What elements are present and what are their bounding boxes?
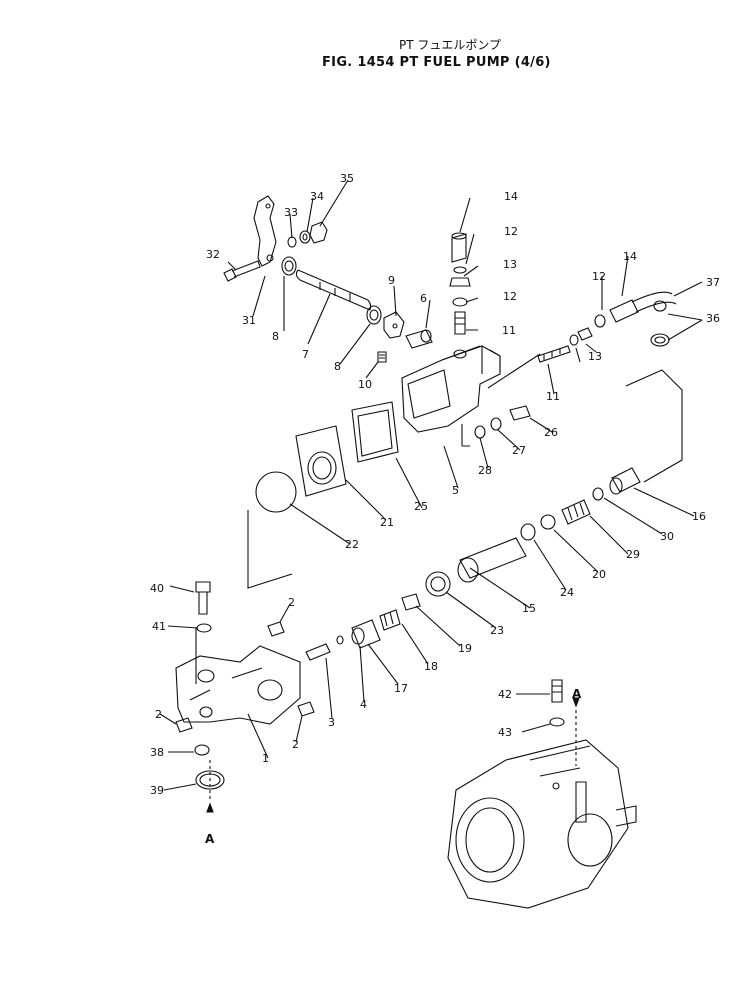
callout-number: 24 bbox=[560, 586, 574, 599]
callout-number: 39 bbox=[150, 784, 164, 797]
callout-number: 12 bbox=[503, 290, 517, 303]
o-ring-part bbox=[255, 471, 297, 513]
callout-number: 37 bbox=[706, 276, 720, 289]
cover-plate-part bbox=[295, 425, 347, 497]
gasket-part bbox=[351, 401, 399, 463]
callout-number: 31 bbox=[242, 314, 256, 327]
callout-number: 12 bbox=[504, 225, 518, 238]
callout-number: 11 bbox=[546, 390, 560, 403]
view-marker-a-top: A bbox=[572, 687, 582, 701]
callout-number: 10 bbox=[358, 378, 372, 391]
callout-number: 21 bbox=[380, 516, 394, 529]
governor-body-part bbox=[175, 645, 301, 725]
callout-number: 2 bbox=[155, 708, 162, 721]
callout-number: 22 bbox=[345, 538, 359, 551]
callout-number: 8 bbox=[272, 330, 279, 343]
callout-number: 42 bbox=[498, 688, 512, 701]
view-marker-a-bottom: A bbox=[205, 832, 215, 846]
callout-number: 13 bbox=[588, 350, 602, 363]
callout-number: 18 bbox=[424, 660, 438, 673]
callout-number: 5 bbox=[452, 484, 459, 497]
callout-number: 23 bbox=[490, 624, 504, 637]
callout-number: 30 bbox=[660, 530, 674, 543]
figure-title-japanese: PT フュエルポンプ bbox=[399, 38, 502, 52]
callout-number: 13 bbox=[503, 258, 517, 271]
callout-number: 43 bbox=[498, 726, 512, 739]
callout-number: 17 bbox=[394, 682, 408, 695]
callout-number: 15 bbox=[522, 602, 536, 615]
callout-number: 14 bbox=[623, 250, 637, 263]
figure-title: FIG. 1454 PT FUEL PUMP (4/6) bbox=[322, 55, 551, 70]
callout-number: 7 bbox=[302, 348, 309, 361]
callout-number: 41 bbox=[152, 620, 166, 633]
callout-number: 35 bbox=[340, 172, 354, 185]
callout-labels: 1222345678891011111212121313141415161718… bbox=[150, 172, 720, 797]
callout-number: 26 bbox=[544, 426, 558, 439]
callout-number: 33 bbox=[284, 206, 298, 219]
callout-number: 36 bbox=[706, 312, 720, 325]
callout-number: 1 bbox=[262, 752, 269, 765]
callout-number: 40 bbox=[150, 582, 164, 595]
callout-number: 9 bbox=[388, 274, 395, 287]
callout-number: 11 bbox=[502, 324, 516, 337]
callout-number: 19 bbox=[458, 642, 472, 655]
callout-number: 16 bbox=[692, 510, 706, 523]
pump-assembly-view bbox=[447, 739, 629, 909]
callout-number: 14 bbox=[504, 190, 518, 203]
lever-arm-part bbox=[253, 195, 277, 267]
callout-number: 25 bbox=[414, 500, 428, 513]
callout-number: 29 bbox=[626, 548, 640, 561]
callout-number: 20 bbox=[592, 568, 606, 581]
callout-number: 2 bbox=[288, 596, 295, 609]
sleeve-part bbox=[459, 537, 527, 579]
shaft-part bbox=[295, 269, 372, 311]
callout-number: 8 bbox=[334, 360, 341, 373]
callout-number: 6 bbox=[420, 292, 427, 305]
pump-housing-part bbox=[401, 345, 501, 433]
callout-number: 12 bbox=[592, 270, 606, 283]
callout-number: 27 bbox=[512, 444, 526, 457]
callout-number: 38 bbox=[150, 746, 164, 759]
callout-number: 4 bbox=[360, 698, 367, 711]
callout-number: 2 bbox=[292, 738, 299, 751]
callout-number: 28 bbox=[478, 464, 492, 477]
callout-number: 32 bbox=[206, 248, 220, 261]
washer-part bbox=[287, 236, 297, 248]
bolt-part bbox=[223, 260, 261, 282]
callout-number: 3 bbox=[328, 716, 335, 729]
callout-number: 34 bbox=[310, 190, 324, 203]
nut-part bbox=[309, 221, 328, 244]
